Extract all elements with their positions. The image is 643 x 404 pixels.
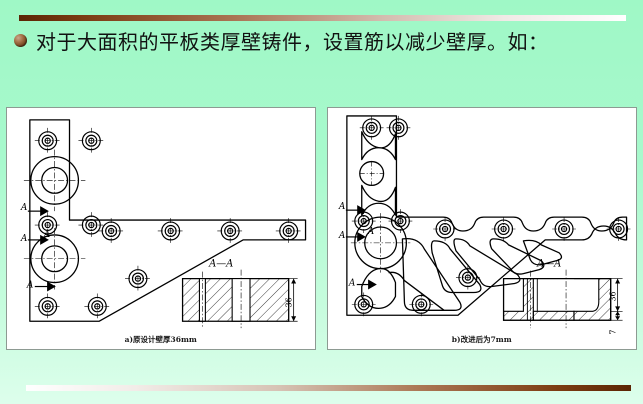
section-mark-a-inner: A	[43, 230, 50, 240]
section-view-a-a: 36 7 A—A	[502, 259, 623, 335]
top-accent-rule	[19, 15, 626, 21]
dimension-36: 36	[608, 291, 617, 301]
sphere-bullet-icon	[14, 34, 27, 47]
section-title-a-a: A—A	[536, 259, 561, 270]
original-design-drawing: A A A A	[20, 119, 307, 329]
heading-text: 对于大面积的平板类厚壁铸件，设置筋以减少壁厚。如：	[36, 30, 549, 54]
section-mark-a-top: A	[337, 202, 344, 212]
figure-panel-original: A A A A	[6, 107, 316, 350]
section-mark-a-top: A	[20, 203, 27, 213]
figure-row: A A A A	[6, 107, 637, 350]
figure-caption-improved: b)改进后为7mm	[451, 335, 512, 344]
section-mark-a-bottom: A	[347, 279, 354, 289]
section-mark-a-mid: A	[20, 234, 27, 244]
section-mark-a-bottom: A	[26, 281, 33, 291]
dimension-7: 7	[608, 330, 617, 335]
section-title-a-a: A—A	[208, 259, 233, 270]
dimension-36: 36	[285, 297, 294, 307]
figure-panel-improved: A A A A	[326, 107, 637, 350]
figure-caption-original: a)原设计壁厚36mm	[124, 335, 197, 344]
improved-design-drawing: A A A A	[337, 115, 631, 335]
section-view-a-a: 36 A—A	[181, 259, 298, 329]
bottom-accent-rule	[26, 385, 631, 391]
section-mark-a-inner: A	[366, 227, 373, 237]
heading-row: 对于大面积的平板类厚壁铸件，设置筋以减少壁厚。如：	[14, 26, 549, 55]
section-mark-a-mid: A	[337, 231, 344, 241]
